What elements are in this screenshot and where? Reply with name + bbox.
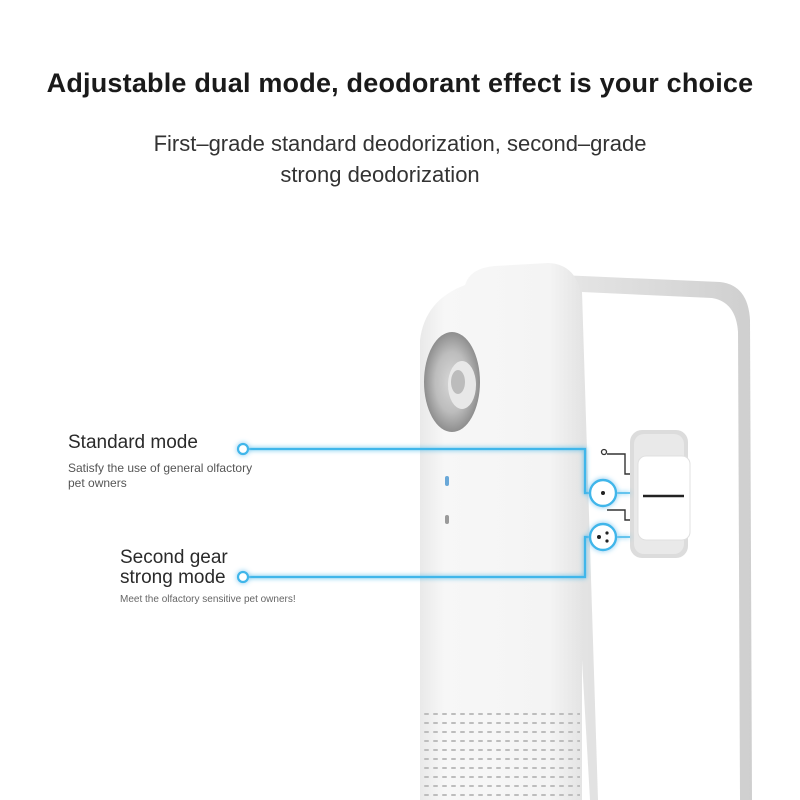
standard-mode-title: Standard mode <box>68 432 198 453</box>
strong-mode-title-line-2: strong mode <box>120 567 226 588</box>
strong-mode-description: Meet the olfactory sensitive pet owners! <box>120 594 296 605</box>
subheadline-line-1: First–grade standard deodorization, seco… <box>153 131 647 156</box>
standard-mode-description: Satisfy the use of general olfactory pet… <box>68 461 253 490</box>
subheadline: First–grade standard deodorization, seco… <box>0 128 800 190</box>
strong-mode-title: Second gear strong mode <box>120 548 240 588</box>
subheadline-line-2: strong deodorization <box>280 162 480 187</box>
strong-mode-title-line-1: Second gear <box>120 547 228 568</box>
headline: Adjustable dual mode, deodorant effect i… <box>46 68 754 98</box>
